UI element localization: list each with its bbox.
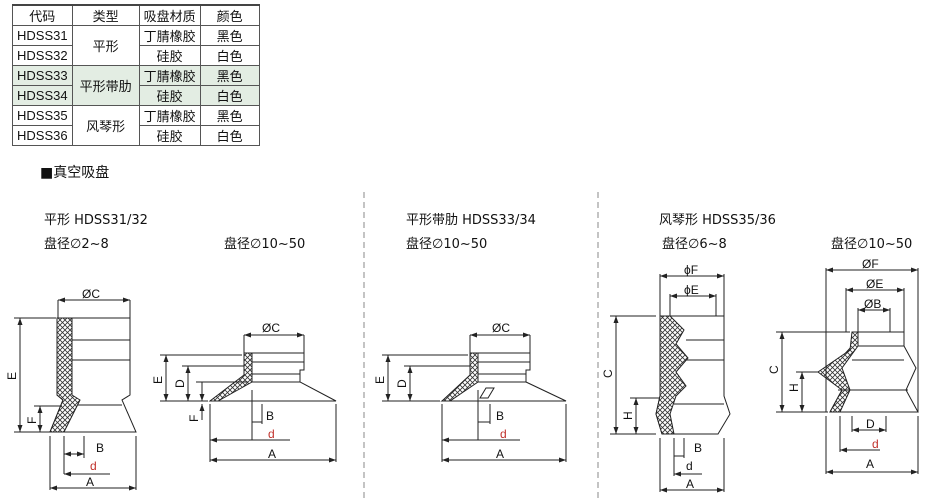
flat-cup-small-drawing: [14, 297, 137, 491]
dim-label-d-upper: D: [173, 379, 187, 388]
cell-material: 丁腈橡胶: [138, 65, 201, 86]
dim-label-oc: ØC: [82, 287, 100, 301]
dim-label-e: E: [151, 376, 165, 384]
dim-label-d-upper: D: [395, 379, 409, 388]
dim-label-d: d: [268, 427, 275, 441]
group-sub-flat-large: 盘径∅10~50: [224, 237, 306, 252]
dim-label-c: C: [601, 369, 615, 378]
dim-label-d: d: [90, 459, 97, 473]
dim-label-b: B: [266, 409, 274, 423]
cell-material: 丁腈橡胶: [138, 105, 201, 126]
group-sub-bellows-large: 盘径∅10~50: [831, 237, 913, 252]
dim-label-d: d: [500, 427, 507, 441]
cell-type: 风琴形: [71, 105, 140, 146]
section-title: ■真空吸盘: [40, 165, 110, 181]
header-code: 代码: [12, 4, 73, 26]
dim-label-a: A: [866, 457, 874, 471]
cell-material: 硅胶: [138, 85, 201, 106]
cell-code: HDSS35: [12, 105, 73, 126]
cell-color: 白色: [199, 125, 260, 146]
dim-label-b: B: [96, 441, 104, 455]
cell-color: 黑色: [199, 65, 260, 86]
table-row: HDSS36 硅胶 白色: [12, 125, 260, 146]
dim-label-oe: ØE: [866, 277, 883, 291]
table-row: HDSS31 平形 丁腈橡胶 黑色: [12, 25, 260, 66]
table-row: HDSS32 硅胶 白色: [12, 45, 260, 66]
group-sub-ribbed: 盘径∅10~50: [406, 237, 488, 252]
dim-label-h: H: [621, 411, 635, 420]
dim-label-f: F: [25, 417, 39, 424]
dim-label-oc: ØC: [262, 321, 280, 335]
dim-label-a: A: [686, 477, 694, 491]
dim-label-b: B: [694, 441, 702, 455]
dim-label-a: A: [268, 447, 276, 461]
dim-label-phif: ϕF: [684, 263, 698, 277]
group-sub-bellows-small: 盘径∅6~8: [662, 237, 727, 252]
header-material: 吸盘材质: [138, 4, 201, 26]
dim-label-a: A: [496, 447, 504, 461]
dim-label-c: C: [767, 365, 781, 374]
dim-label-a: A: [86, 475, 94, 489]
dim-label-d: d: [686, 459, 693, 473]
dim-label-f: F: [187, 415, 201, 422]
table-row: HDSS35 风琴形 丁腈橡胶 黑色: [12, 105, 260, 146]
cell-material: 硅胶: [138, 125, 201, 146]
spec-table: 代码 类型 吸盘材质 颜色 HDSS31 平形 丁腈橡胶 黑色 HDSS32 硅…: [12, 4, 260, 146]
bellows-cup-large-drawing: [776, 267, 919, 475]
dim-label-e: E: [5, 372, 19, 380]
group-title-ribbed: 平形带肋 HDSS33/34: [406, 213, 536, 228]
cell-code: HDSS36: [12, 125, 73, 146]
group-title-bellows: 风琴形 HDSS35/36: [659, 213, 776, 228]
dim-label-oc: ØC: [492, 321, 510, 335]
ribbed-cup-drawing: [382, 332, 567, 463]
dim-label-of: ØF: [862, 257, 879, 271]
cell-code: HDSS34: [12, 85, 73, 106]
dim-label-d: d: [872, 437, 879, 451]
group-title-flat: 平形 HDSS31/32: [44, 213, 148, 228]
dim-label-b: B: [496, 409, 504, 423]
cell-material: 丁腈橡胶: [138, 25, 201, 46]
dim-label-e: E: [373, 376, 387, 384]
cell-color: 白色: [199, 85, 260, 106]
dim-label-ob: ØB: [864, 297, 881, 311]
table-row: HDSS33 平形带肋 丁腈橡胶 黑色: [12, 65, 260, 106]
flat-cup-large-drawing: [160, 332, 337, 463]
header-type: 类型: [71, 4, 140, 26]
cell-type: 平形: [71, 25, 140, 66]
cell-code: HDSS32: [12, 45, 73, 66]
dim-label-d-upper: D: [866, 417, 875, 431]
dim-label-h: H: [787, 383, 801, 392]
dim-label-phie: ϕE: [684, 283, 699, 297]
group-sub-flat-small: 盘径∅2~8: [44, 237, 109, 252]
table-row: HDSS34 硅胶 白色: [12, 85, 260, 106]
bellows-cup-small-drawing: [610, 273, 731, 493]
